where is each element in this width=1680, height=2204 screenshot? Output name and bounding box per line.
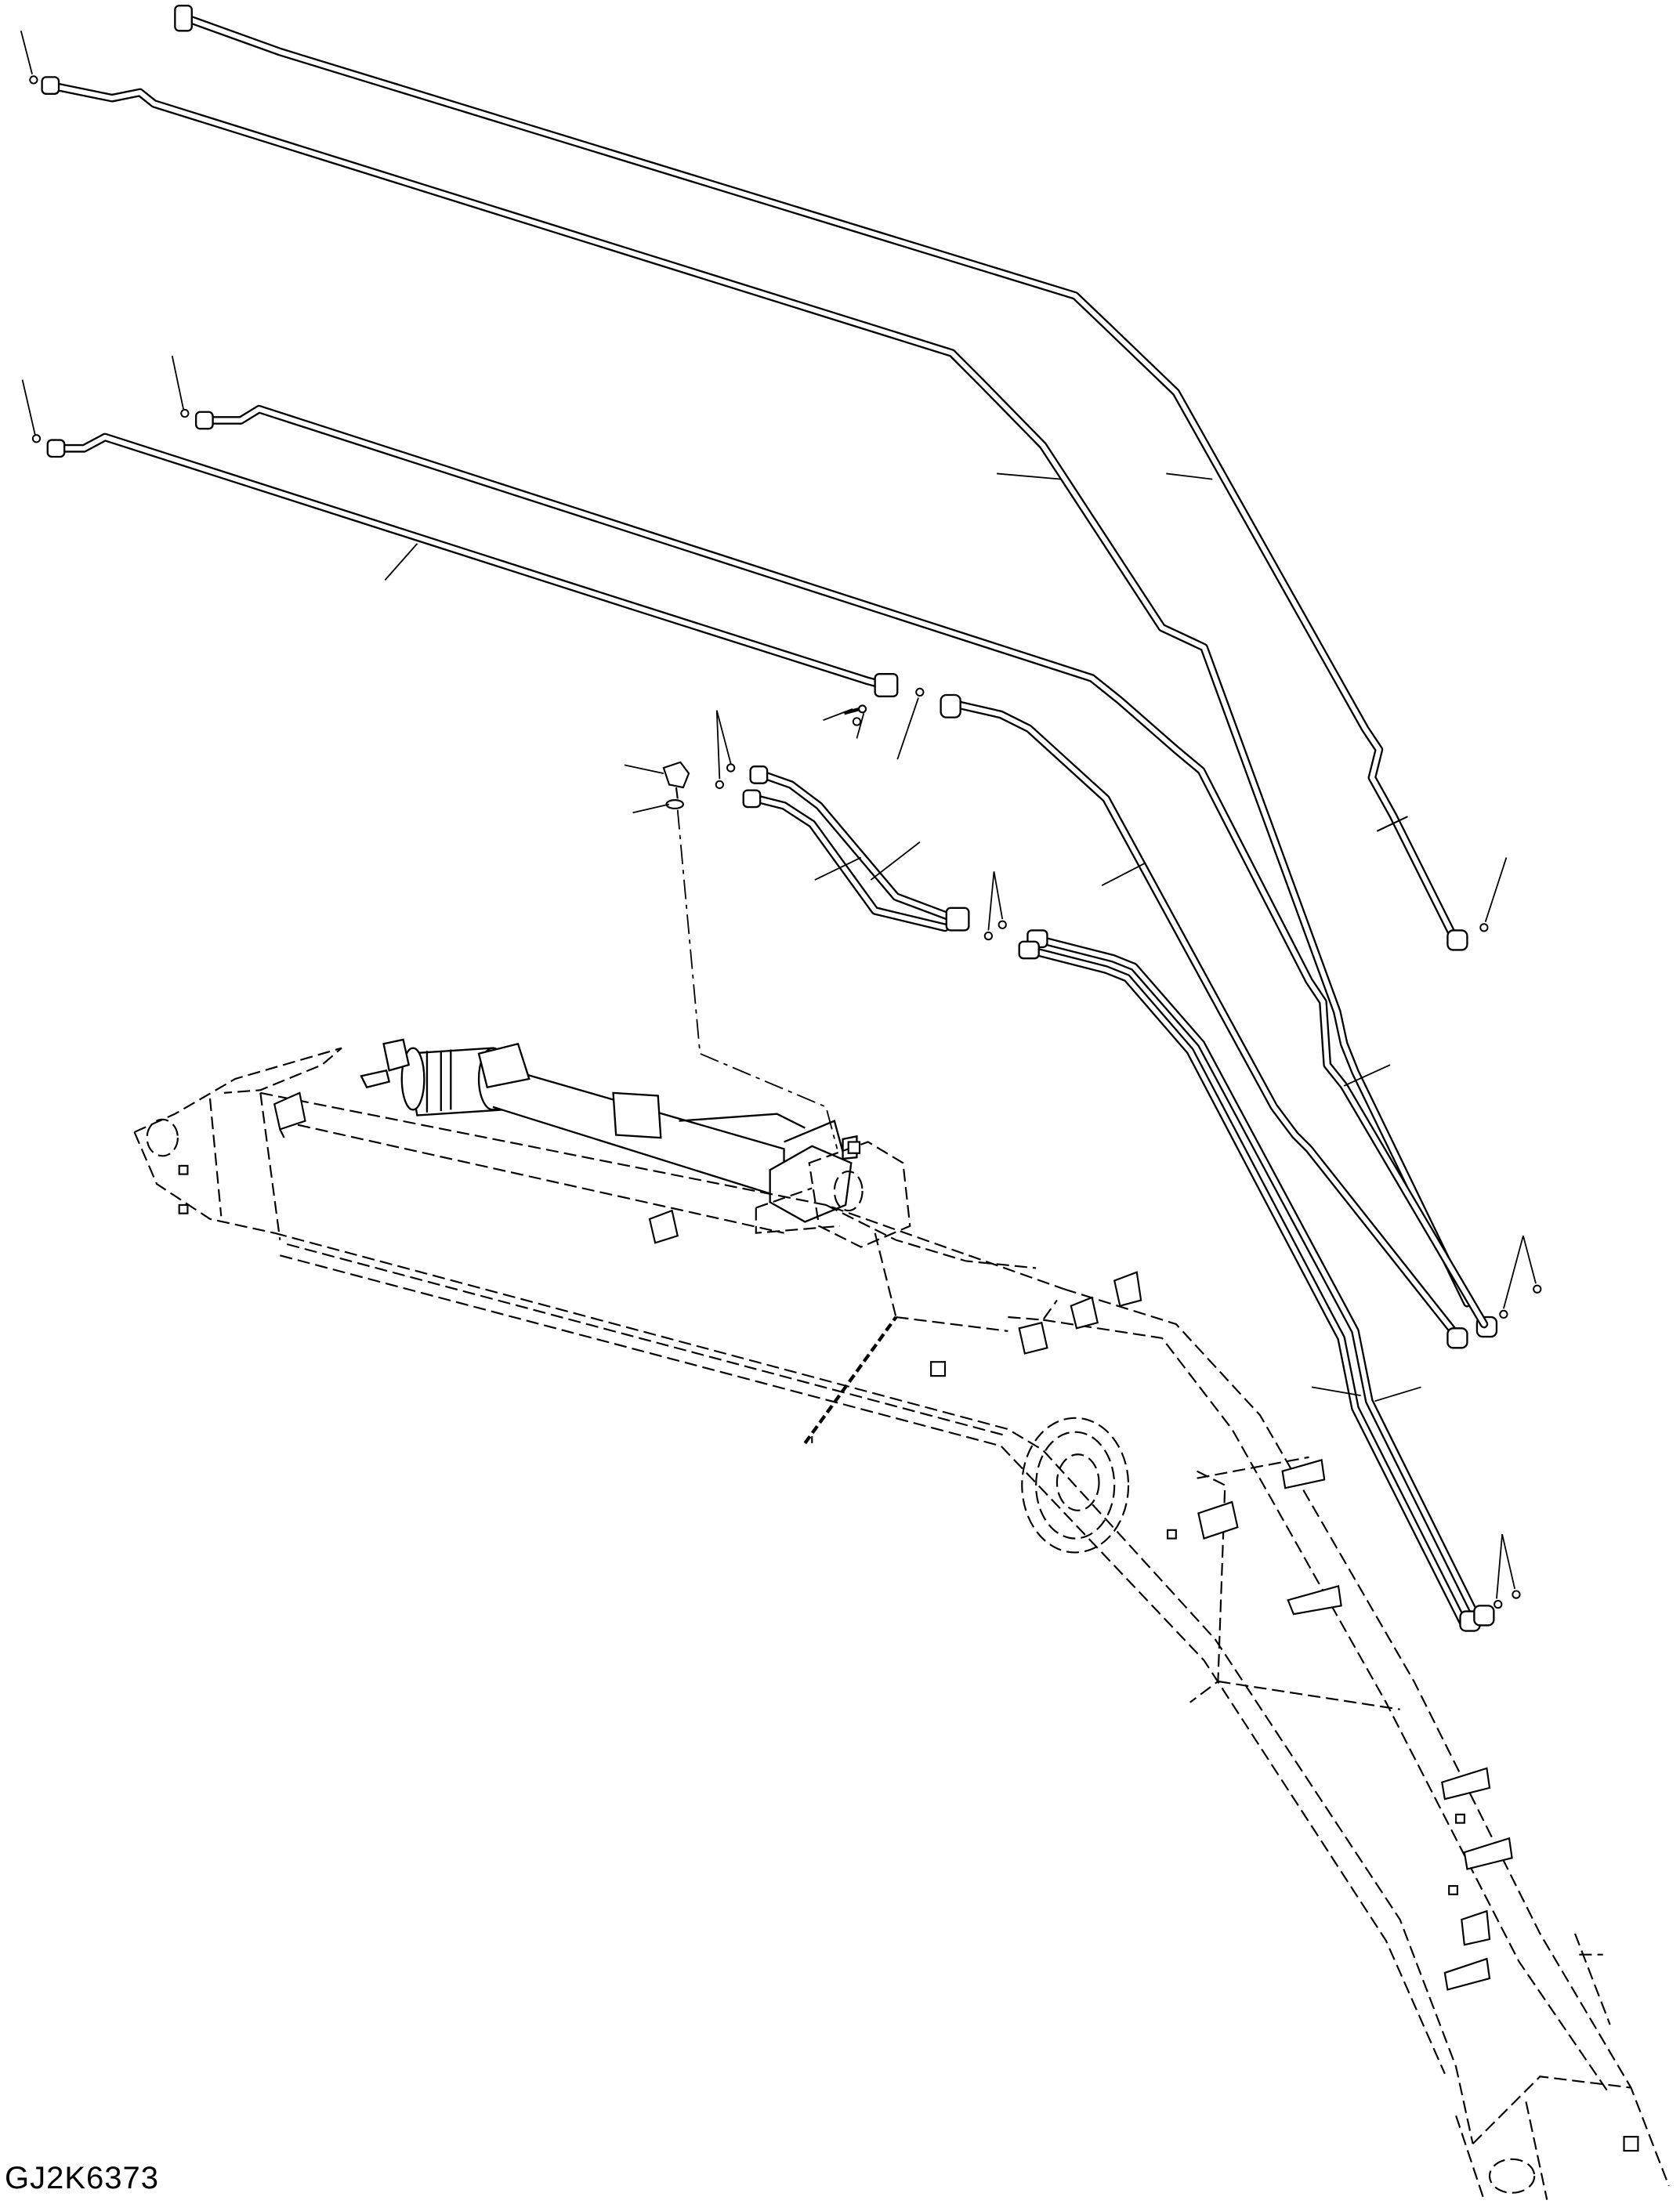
installation-guide-line [676,809,838,1149]
o-ring [1499,1309,1508,1319]
tube-a-fitting-top [174,4,193,32]
tube-clamps [178,1091,1639,2152]
o-ring [29,75,38,85]
o-ring [31,434,42,443]
o-ring [726,763,736,773]
o-ring [180,408,190,418]
hydraulic-tubes [41,4,1498,1632]
o-ring [983,931,994,941]
boom-cylinder [360,1038,858,1223]
o-ring [852,717,862,726]
o-ring [1533,1284,1542,1294]
bolt [843,704,867,715]
tube-a-fitting-end [1446,929,1468,951]
tube-d-fitting-end [874,673,899,697]
elbow-fitting [662,761,690,799]
tube-b [41,76,1498,1338]
figure-code: GJ2K6373 [5,2161,160,2195]
o-ring [1494,1599,1503,1609]
o-ring [1512,1590,1521,1599]
tube-f [742,765,970,932]
tube-e-fitting-top [940,693,961,718]
tube-c-fitting-top [194,411,214,430]
o-ring [1479,923,1489,932]
o-ring [998,920,1007,930]
o-ring [715,780,725,790]
tube-g [1018,929,1495,1632]
tube-c [194,404,1489,1329]
boom-structure [133,1047,1670,2200]
tube-a [174,4,1468,951]
o-ring [915,687,925,697]
leader-lines [20,31,1537,1599]
tube-e-fitting-end [1446,1327,1468,1349]
tube-e [940,693,1468,1349]
tube-d [46,432,899,697]
tube-d-fitting-top [46,439,66,458]
fittings-and-seals [29,75,1542,1609]
tube-b-fitting-top [41,76,60,95]
